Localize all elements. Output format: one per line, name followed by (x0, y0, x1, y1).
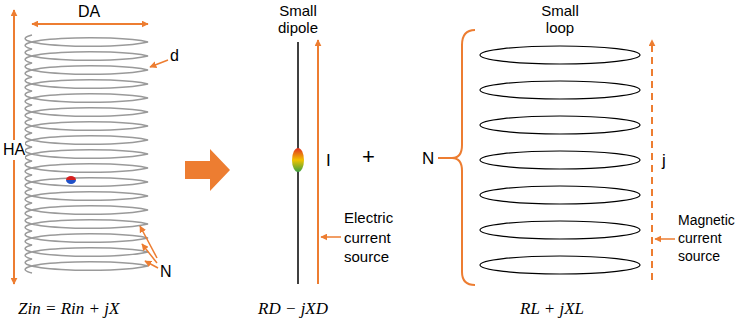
magnetic-current-line (651, 40, 653, 280)
curly-bracket (452, 30, 475, 285)
part-title: Small loop (530, 2, 590, 37)
dipole-feed (292, 148, 304, 172)
magnetic-source-leader (655, 238, 675, 240)
impedance-formula: RD − jXD (258, 298, 328, 319)
turns-leader (142, 244, 157, 263)
plus-sign: + (362, 143, 375, 171)
current-label: j (662, 150, 666, 171)
part-title: Small dipole (263, 2, 333, 37)
equivalence-arrow (185, 149, 230, 191)
loop-turns (480, 46, 640, 274)
helix-coil (25, 35, 148, 273)
turns-link (438, 157, 452, 159)
turns-label: N (422, 148, 434, 169)
diameter-arrow (32, 23, 148, 25)
electric-current-line (317, 40, 319, 284)
source-note: Magnetic current source (678, 211, 740, 266)
impedance-formula: Zin = Rin + jX (18, 298, 119, 319)
electric-source-leader (321, 236, 341, 238)
height-label: HA (3, 140, 25, 160)
feed-point (66, 176, 76, 184)
turns-leader (145, 261, 158, 268)
turns-label: N (160, 262, 172, 282)
diameter-label: DA (78, 2, 100, 22)
wire-diameter-leader (150, 60, 168, 67)
wire-diameter-label: d (170, 46, 179, 66)
current-label: I (326, 150, 331, 171)
source-note: Electric current source (344, 208, 406, 267)
impedance-formula: RL + jXL (520, 298, 584, 319)
